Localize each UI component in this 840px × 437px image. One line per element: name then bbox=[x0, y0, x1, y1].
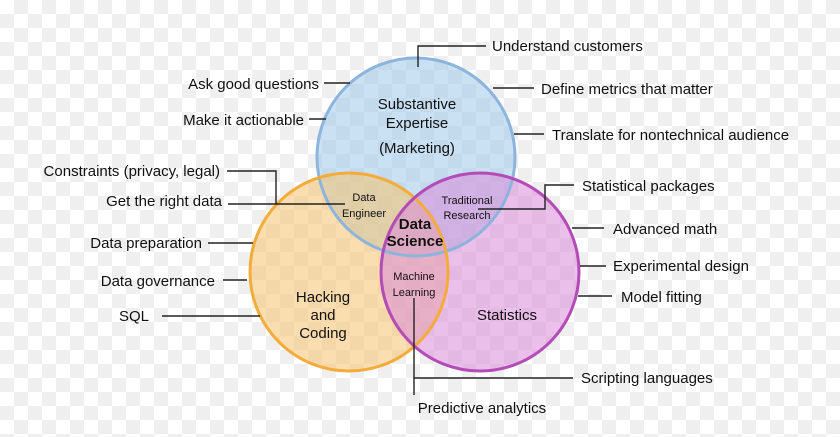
leader-understand-customers bbox=[417, 45, 486, 67]
label-define-metrics: Define metrics that matter bbox=[541, 81, 713, 98]
statistics-circle-outline bbox=[379, 171, 581, 373]
outer-labels: Understand customers Ask good questions … bbox=[44, 38, 790, 417]
data-engineer-label: Data Engineer bbox=[342, 192, 386, 220]
expertise-title-line2: Expertise bbox=[386, 115, 449, 132]
data-engineer-line1: Data bbox=[352, 192, 376, 204]
statistics-title: Statistics bbox=[477, 307, 537, 324]
leader-statistical-packages bbox=[478, 184, 574, 210]
leader-constraints bbox=[227, 170, 277, 204]
label-translate: Translate for nontechnical audience bbox=[552, 127, 789, 144]
label-statistical-packages: Statistical packages bbox=[582, 178, 715, 195]
label-data-governance: Data governance bbox=[101, 273, 215, 290]
label-data-preparation: Data preparation bbox=[90, 235, 202, 252]
data-science-label: Data Science bbox=[387, 216, 444, 250]
expertise-title-line1: Substantive bbox=[378, 96, 456, 113]
machine-learning-label: Machine Learning bbox=[393, 271, 436, 299]
statistics-circle bbox=[381, 173, 579, 371]
label-make-actionable: Make it actionable bbox=[183, 112, 304, 129]
label-predictive-analytics: Predictive analytics bbox=[418, 400, 546, 417]
label-ask-good-questions: Ask good questions bbox=[188, 76, 319, 93]
traditional-research-label: Traditional Research bbox=[442, 195, 493, 222]
expertise-circle-outline bbox=[315, 56, 517, 258]
data-engineer-line2: Engineer bbox=[342, 208, 386, 220]
traditional-research-line2: Research bbox=[443, 210, 490, 222]
label-advanced-math: Advanced math bbox=[613, 221, 717, 238]
leader-lines bbox=[162, 45, 612, 395]
label-constraints: Constraints (privacy, legal) bbox=[44, 163, 220, 180]
data-science-line2: Science bbox=[387, 233, 444, 250]
label-understand-customers: Understand customers bbox=[492, 38, 643, 55]
hacking-title-line3: Coding bbox=[299, 325, 347, 342]
hacking-title-line2: and bbox=[310, 307, 335, 324]
label-model-fitting: Model fitting bbox=[621, 289, 702, 306]
label-scripting-languages: Scripting languages bbox=[581, 370, 713, 387]
expertise-title: Substantive Expertise (Marketing) bbox=[378, 96, 456, 157]
label-get-right-data: Get the right data bbox=[106, 193, 223, 210]
expertise-title-line3: (Marketing) bbox=[379, 140, 455, 157]
hacking-title-line1: Hacking bbox=[296, 289, 350, 306]
label-sql: SQL bbox=[119, 308, 149, 325]
machine-learning-line2: Learning bbox=[393, 287, 436, 299]
label-experimental-design: Experimental design bbox=[613, 258, 749, 275]
hacking-circle-outline bbox=[248, 171, 450, 373]
machine-learning-line1: Machine bbox=[393, 271, 435, 283]
traditional-research-line1: Traditional bbox=[442, 195, 493, 207]
data-science-line1: Data bbox=[399, 216, 432, 233]
hacking-title: Hacking and Coding bbox=[296, 289, 350, 342]
